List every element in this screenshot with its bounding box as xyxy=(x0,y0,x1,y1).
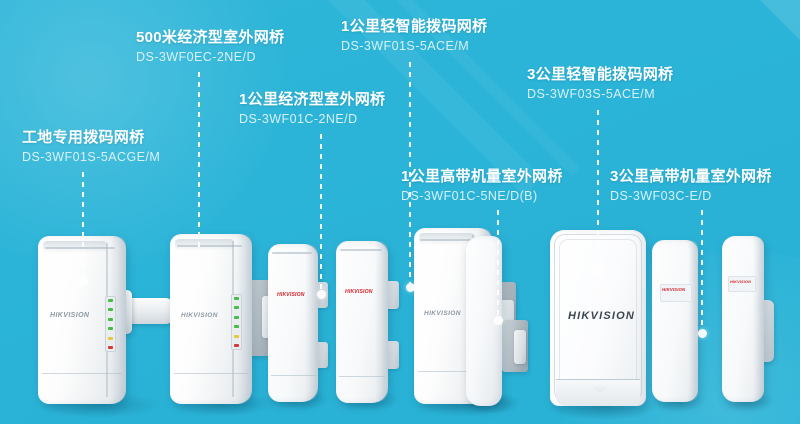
leader-line-1km-smart-dip xyxy=(405,62,415,292)
product-model: DS-3WF03S-5ACE/M xyxy=(527,87,656,101)
led-indicator-strip xyxy=(105,296,116,352)
leader-dot xyxy=(316,290,326,299)
hikvision-logo: HIKVISION xyxy=(50,312,90,319)
product-title: 工地专用拨码网桥 xyxy=(22,129,145,146)
housing-groove xyxy=(45,247,116,249)
leader-line-3km-smart-dip xyxy=(593,110,603,275)
device-housing: HIKVISION xyxy=(268,244,318,402)
device-3km-high-capacity-front: HIKVISION xyxy=(652,240,712,412)
housing-groove xyxy=(176,245,243,247)
logo-plate xyxy=(728,276,756,292)
device-3km-high-capacity-side: HIKVISION xyxy=(722,236,786,412)
product-model: DS-3WF01S-5ACGE/M xyxy=(22,150,161,164)
device-housing: HIKVISION xyxy=(336,241,388,403)
leader-dot xyxy=(697,329,707,338)
device-3km-smart-dip: HIKVISION xyxy=(550,230,662,420)
housing-groove xyxy=(272,252,312,254)
hikvision-logo: HIKVISION xyxy=(181,312,218,319)
leader-line-construction-bridge xyxy=(78,172,88,286)
device-1km-high-capacity-side xyxy=(466,236,542,416)
housing-groove xyxy=(420,239,483,241)
housing-bottom-seam xyxy=(338,375,386,377)
housing-bottom-seam xyxy=(174,372,248,374)
leader-dot xyxy=(405,283,415,292)
hikvision-logo: HIKVISION xyxy=(345,289,373,295)
leader-line-1km-high-capacity xyxy=(493,210,503,325)
product-label-1km-high-capacity: 1公里高带机量室外网桥 DS-3WF01C-5NE/D(B) xyxy=(401,167,563,205)
hikvision-logo: HIKVISION xyxy=(568,310,636,322)
bracket-clamp xyxy=(514,330,526,364)
housing-groove xyxy=(340,249,382,251)
product-title: 3公里高带机量室外网桥 xyxy=(610,168,772,185)
leader-dot xyxy=(593,266,603,275)
housing-bottom-seam xyxy=(270,374,316,376)
device-construction-bridge: HIKVISION xyxy=(38,236,172,418)
housing-edge xyxy=(375,241,388,403)
led-indicator-strip xyxy=(231,294,242,350)
product-title: 1公里轻智能拨码网桥 xyxy=(341,18,488,35)
product-label-3km-high-capacity: 3公里高带机量室外网桥 DS-3WF03C-E/D xyxy=(610,167,772,205)
leader-dot xyxy=(194,275,204,284)
hikvision-logo: HIKVISION xyxy=(277,292,305,298)
product-label-500m-economy: 500米经济型室外网桥 DS-3WF0EC-2NE/D xyxy=(136,28,284,66)
product-model: DS-3WF01S-5ACE/M xyxy=(341,39,470,53)
housing-edge xyxy=(110,236,126,404)
housing-edge xyxy=(688,240,698,402)
logo-plate xyxy=(660,284,692,302)
product-title: 1公里经济型室外网桥 xyxy=(239,91,386,108)
product-model: DS-3WF01C-2NE/D xyxy=(239,112,358,126)
leader-line-3km-high-capacity xyxy=(697,210,707,338)
leader-dot xyxy=(78,277,88,286)
leader-line-500m-economy xyxy=(194,72,204,284)
product-label-1km-smart-dip: 1公里轻智能拨码网桥 DS-3WF01S-5ACE/M xyxy=(341,17,487,55)
hikvision-logo: HIKVISION xyxy=(730,279,752,284)
hikvision-logo: HIKVISION xyxy=(424,310,461,317)
housing-edge xyxy=(305,244,318,402)
housing-bottom-seam xyxy=(417,370,489,372)
product-model: DS-3WF03C-E/D xyxy=(610,189,712,203)
leader-dot xyxy=(493,316,503,325)
housing-edge xyxy=(753,236,764,402)
device-housing: HIKVISION xyxy=(722,236,764,402)
product-title: 500米经济型室外网桥 xyxy=(136,29,285,46)
device-1km-economy: HIKVISION xyxy=(268,244,336,412)
device-housing: HIKVISION xyxy=(652,240,698,402)
product-label-3km-smart-dip: 3公里轻智能拨码网桥 DS-3WF03S-5ACE/M xyxy=(527,65,673,103)
housing-edge xyxy=(237,234,252,404)
hikvision-logo: HIKVISION xyxy=(662,287,686,293)
product-label-construction-bridge: 工地专用拨码网桥 DS-3WF01S-5ACGE/M xyxy=(22,128,160,166)
product-model: DS-3WF01C-5NE/D(B) xyxy=(401,189,538,203)
product-model: DS-3WF0EC-2NE/D xyxy=(136,50,256,64)
device-500m-economy: HIKVISION xyxy=(170,234,280,416)
housing-bottom-seam xyxy=(42,372,122,374)
product-label-1km-economy: 1公里经济型室外网桥 DS-3WF01C-2NE/D xyxy=(239,90,385,128)
device-1km-smart-dip: HIKVISION xyxy=(336,241,408,413)
cable-gland xyxy=(592,383,608,392)
product-title: 1公里高带机量室外网桥 xyxy=(401,168,563,185)
product-title: 3公里轻智能拨码网桥 xyxy=(527,66,674,83)
leader-line-1km-economy xyxy=(316,134,326,299)
